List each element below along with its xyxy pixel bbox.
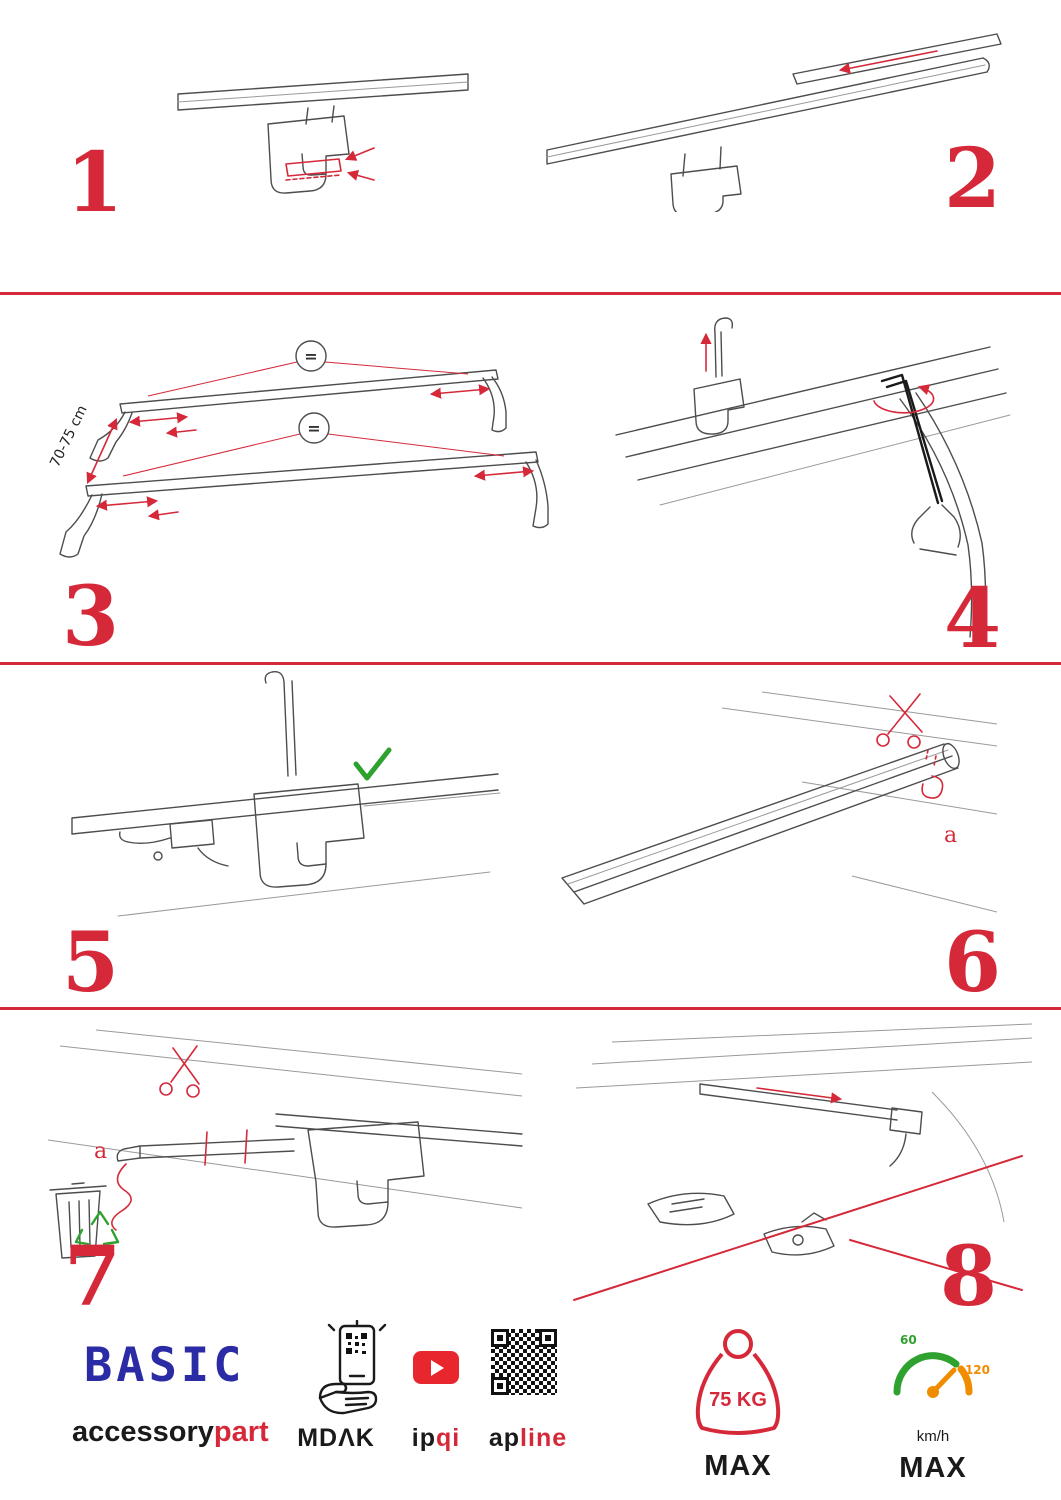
brand-accessorypart: accessorypart [72,1416,269,1449]
speed-max-label: MAX [899,1452,967,1484]
play-icon [431,1359,444,1376]
label-ipqi: ipqi [400,1424,472,1453]
phone-qr-icon [318,1320,387,1415]
allen-key-drawing [880,373,944,505]
callout-annotations [573,1087,1023,1301]
equal-sign-top: = [304,347,317,366]
gauge-green-arc [893,1352,960,1396]
pad-insert-annotation [285,147,375,181]
dimension-arrows [86,384,535,521]
tighten-annotations [700,332,935,414]
brand-basic: BASIC [84,1338,246,1393]
step-3-illustration: = = 70-75 cm [47,340,549,558]
step-2-illustration [546,33,1002,212]
bar-profile-drawing [561,742,960,905]
scissors-icon [876,693,923,749]
step-5-number: 5 [62,915,120,1011]
check-icon [353,747,392,781]
roof-and-clamp-drawing [615,317,1011,640]
hand-shape [318,1382,378,1415]
step-6-number: 6 [944,915,1002,1011]
youtube-icon [413,1351,459,1384]
discard-strip-annotation [111,1163,132,1231]
recycle-icon [74,1210,120,1246]
qr-finder [491,1329,509,1347]
label-ipqi-accent: qi [436,1424,461,1452]
step-4-illustration [615,317,1011,640]
label-apline-accent: line [520,1424,568,1452]
equal-sign-bottom: = [307,419,320,438]
slide-arrow [838,50,938,74]
brand-sub-primary: accessory [72,1416,214,1448]
step-4-number: 4 [944,571,1002,667]
qr-code-icon [491,1329,557,1395]
weight-icon: 75 KG [695,1329,781,1435]
speed-unit-label: km/h [916,1428,950,1445]
section-divider-3 [0,1007,1061,1010]
section-divider-1 [0,292,1061,295]
part-a-label: a [944,823,957,848]
bar-cover-drawing [546,33,1002,212]
step-1-number: 1 [66,135,124,231]
label-ipqi-primary: ip [411,1424,436,1452]
roof-lines [721,691,997,913]
step-2-number: 2 [944,131,1002,227]
gauge-hub [927,1386,939,1398]
step-5-illustration [71,671,501,917]
label-apline: apline [478,1424,578,1453]
cut-piece-annotation [921,749,944,799]
gauge-high-label: 120 [965,1363,990,1377]
label-mdak: MDΛK [297,1424,375,1452]
step-3-number: 3 [62,569,120,665]
clamp-strip-drawing [116,1113,523,1228]
two-crossbars-drawing [59,369,549,558]
step-8-number: 8 [940,1229,998,1325]
end-cap-parts-drawing [647,1083,923,1256]
label-apline-primary: ap [488,1424,521,1452]
speedometer-icon: 60 120 [893,1333,990,1398]
qr-finder [491,1377,509,1395]
foot-clamp-drawing [71,671,501,917]
brand-sub-accent: part [213,1416,269,1448]
phone-qr-screen [346,1333,367,1354]
roof-lines [47,1029,523,1209]
gauge-low-label: 60 [900,1333,917,1347]
step-6-illustration: a [561,691,997,913]
part-a-label: a [94,1139,107,1164]
bar-distance-label: 70-75 cm [47,403,91,470]
step-8-illustration [573,1023,1033,1301]
scissors-icon [159,1045,200,1098]
step-7-number: 7 [64,1229,122,1325]
gauge-orange-arc [957,1365,973,1396]
cut-marks [204,1129,248,1166]
weight-max-label: MAX [704,1450,772,1482]
equal-spacing-callouts: = = [122,340,505,477]
crossbar-drawing [177,73,469,194]
roof-lines [575,1023,1033,1223]
qr-finder [539,1329,557,1347]
step-1-illustration [177,73,469,194]
trash-icon [49,1182,107,1259]
step-7-illustration: a [47,1029,523,1259]
section-divider-2 [0,662,1061,665]
weight-value: 75 KG [709,1389,767,1411]
